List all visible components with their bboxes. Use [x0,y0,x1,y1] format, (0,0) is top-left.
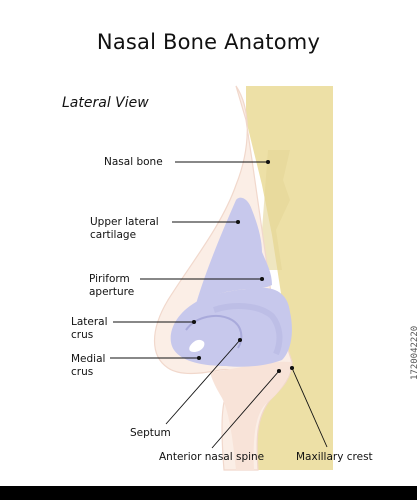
stock-id: 1720042220 [410,325,417,380]
view-subtitle: Lateral View [62,95,149,111]
dot-medial-crus [196,355,202,361]
upper-lateral-cartilage-shape [196,197,272,304]
lateral-crus-shading [213,303,283,356]
bone-suture [262,150,290,270]
bone-region [240,86,333,470]
dot-lateral-crus [191,319,197,325]
label-medial-crus: Medial crus [71,353,106,378]
page-title: Nasal Bone Anatomy [96,30,321,54]
septum-shape [210,361,292,470]
dot-septum [237,337,243,343]
leader-septum [165,339,241,425]
dot-piriform-aperture [259,276,265,282]
label-septum: Septum [130,427,171,439]
label-lateral-crus: Lateral crus [71,316,108,341]
watermark-bar [0,486,417,500]
label-piriform-aperture: Piriform aperture [89,273,135,298]
dot-maxillary-crest [289,365,295,371]
dot-anterior-nasal-spine [276,368,282,374]
label-anterior-nasal-spine: Anterior nasal spine [159,451,265,463]
dot-nasal-bone [265,159,271,165]
label-maxillary-crest: Maxillary crest [296,451,373,463]
leader-maxillary-crest [291,367,328,448]
label-nasal-bone: Nasal bone [104,156,163,168]
nostril [189,339,205,352]
leader-anterior-nasal-spine [211,370,280,449]
label-upper-lateral-cartilage: Upper lateral cartilage [90,216,159,241]
dot-upper-lateral-cartilage [235,219,241,225]
